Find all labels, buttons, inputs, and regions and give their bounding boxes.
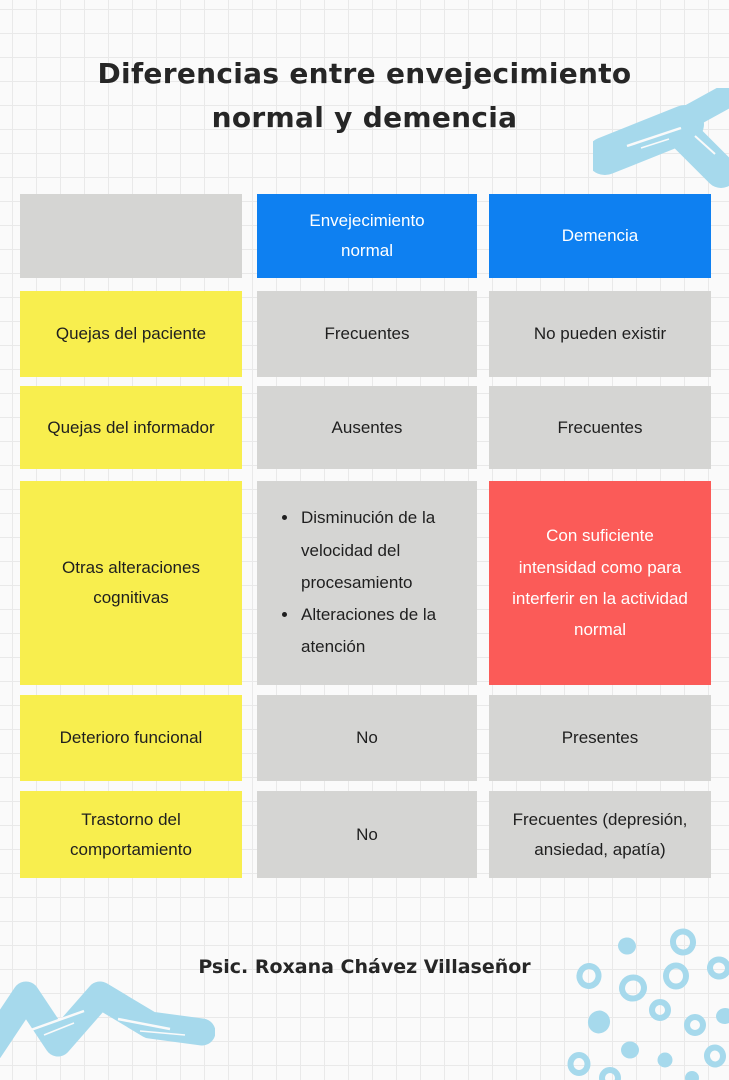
row2-normal-cell: Ausentes xyxy=(257,386,477,469)
dot-cluster-bottom-right-icon xyxy=(567,928,729,1080)
row2-label: Quejas del informador xyxy=(20,386,242,469)
brush-zigzag-bottom-left-icon xyxy=(0,981,215,1058)
table-row-otras-alteraciones: Otras alteraciones cognitivas Disminució… xyxy=(20,481,711,685)
row3-normal-cell: Disminución de la velocidad del procesam… xyxy=(257,481,477,685)
row4-normal-cell: No xyxy=(257,695,477,781)
row1-label: Quejas del paciente xyxy=(20,291,242,377)
normal-bullet-list: Disminución de la velocidad del procesam… xyxy=(283,502,469,663)
header-envejecimiento-normal: Envejecimiento normal xyxy=(257,194,477,278)
row5-normal-cell: No xyxy=(257,791,477,878)
table-row-quejas-paciente: Quejas del paciente Frecuentes No pueden… xyxy=(20,291,711,377)
table-header-row: Envejecimiento normal Demencia xyxy=(20,194,711,278)
row3-label: Otras alteraciones cognitivas xyxy=(20,481,242,685)
row1-normal-cell: Frecuentes xyxy=(257,291,477,377)
row3-demencia-cell: Con suficiente intensidad como para inte… xyxy=(489,481,711,685)
highlight-text: Con suficiente intensidad como para inte… xyxy=(512,526,688,640)
table-row-trastorno-comportamiento: Trastorno del comportamiento No Frecuent… xyxy=(20,791,711,878)
header-demencia: Demencia xyxy=(489,194,711,278)
header-blank-cell xyxy=(20,194,242,278)
bullet-item: Alteraciones de la atención xyxy=(299,599,469,664)
row5-demencia-cell: Frecuentes (depresión, ansiedad, apatía) xyxy=(489,791,711,878)
title-line-2: normal y demencia xyxy=(211,101,518,134)
bullet-item: Disminución de la velocidad del procesam… xyxy=(299,502,469,599)
page-title: Diferencias entre envejecimiento normal … xyxy=(0,52,729,140)
row5-label: Trastorno del comportamiento xyxy=(20,791,242,878)
row2-demencia-cell: Frecuentes xyxy=(489,386,711,469)
row4-demencia-cell: Presentes xyxy=(489,695,711,781)
row1-demencia-cell: No pueden existir xyxy=(489,291,711,377)
title-line-1: Diferencias entre envejecimiento xyxy=(97,57,632,90)
table-row-quejas-informador: Quejas del informador Ausentes Frecuente… xyxy=(20,386,711,469)
author-credit: Psic. Roxana Chávez Villaseñor xyxy=(198,956,531,978)
table-row-deterioro-funcional: Deterioro funcional No Presentes xyxy=(20,695,711,781)
row4-label: Deterioro funcional xyxy=(20,695,242,781)
